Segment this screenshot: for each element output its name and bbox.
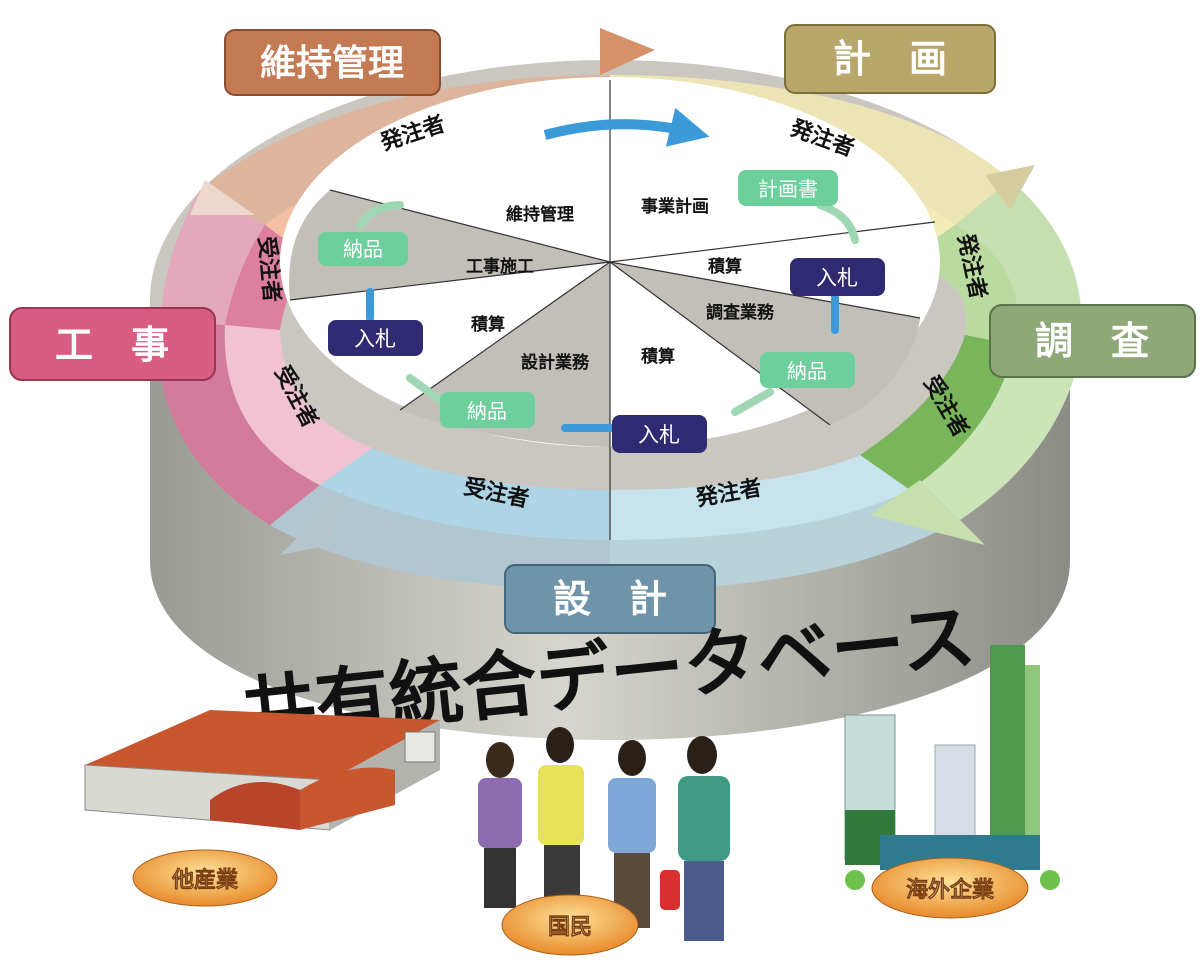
flow-arrow-center	[543, 107, 710, 147]
tag-delivery-right: 納品	[760, 352, 855, 388]
svg-text:国民: 国民	[548, 915, 592, 940]
tag-plan-doc: 計画書	[738, 170, 838, 206]
cycle-arrow-head-bottom-right	[870, 480, 985, 545]
ring-label-contractor-top-left: 受注者	[253, 235, 285, 303]
phase-design-label: 設 計	[553, 577, 667, 621]
stakeholder-overseas-companies: 海外企業	[871, 857, 1029, 919]
sector-label-estimate-left: 積算	[471, 314, 505, 335]
cycle-arrow-head-top	[600, 28, 655, 75]
flow-arrow-delivery-to-bid	[731, 388, 774, 416]
phase-survey: 調 査	[989, 304, 1196, 378]
svg-text:入札: 入札	[816, 266, 858, 290]
tag-bid-left: 入札	[328, 320, 423, 356]
phase-planning-label: 計 画	[833, 37, 947, 81]
cycle-arrow-head-bottom-left	[280, 490, 345, 555]
flow-arrow-delivery-to-maintenance	[356, 201, 404, 229]
stakeholder-other-industries: 他産業	[132, 849, 278, 907]
svg-text:納品: 納品	[343, 237, 383, 261]
tag-bid-right: 入札	[790, 258, 885, 296]
tag-delivery-top-left: 納品	[318, 232, 408, 266]
sector-label-estimate-right: 積算	[708, 256, 742, 277]
svg-text:入札: 入札	[354, 327, 396, 351]
sector-label-maintenance: 維持管理	[506, 204, 574, 225]
svg-text:入札: 入札	[638, 423, 680, 447]
flow-arrow-delivery-to-bid-left	[406, 374, 444, 404]
cycle-arrow-head-left	[190, 180, 255, 215]
factory-illustration	[84, 710, 440, 831]
phase-maintenance-label: 維持管理	[260, 43, 404, 84]
phase-survey-label: 調 査	[1035, 319, 1149, 363]
svg-text:他産業: 他産業	[171, 867, 239, 893]
tag-bid-bottom: 入札	[612, 415, 707, 453]
flow-arrow-plan-to-bid	[816, 201, 859, 244]
svg-text:納品: 納品	[787, 359, 827, 383]
tag-delivery-bottom: 納品	[440, 392, 535, 428]
sector-label-construction-work: 工事施工	[466, 256, 534, 277]
phase-maintenance: 維持管理	[224, 29, 441, 96]
sector-label-project-plan: 事業計画	[641, 196, 709, 217]
phase-construction-label: 工 事	[55, 323, 169, 367]
phase-construction: 工 事	[9, 307, 216, 381]
sector-lines	[289, 80, 936, 540]
sector-label-estimate-bottom: 積算	[641, 346, 675, 367]
svg-text:納品: 納品	[467, 399, 507, 423]
stakeholder-citizens: 国民	[501, 894, 639, 956]
people-illustration	[478, 727, 730, 941]
svg-text:海外企業: 海外企業	[906, 877, 995, 903]
cycle-arrow-head-right	[985, 165, 1035, 210]
sector-label-design-work: 設計業務	[521, 352, 590, 373]
phase-planning: 計 画	[784, 24, 996, 94]
phase-design: 設 計	[504, 564, 716, 634]
svg-text:計画書: 計画書	[758, 177, 818, 201]
sector-label-survey-work: 調査業務	[706, 302, 775, 323]
